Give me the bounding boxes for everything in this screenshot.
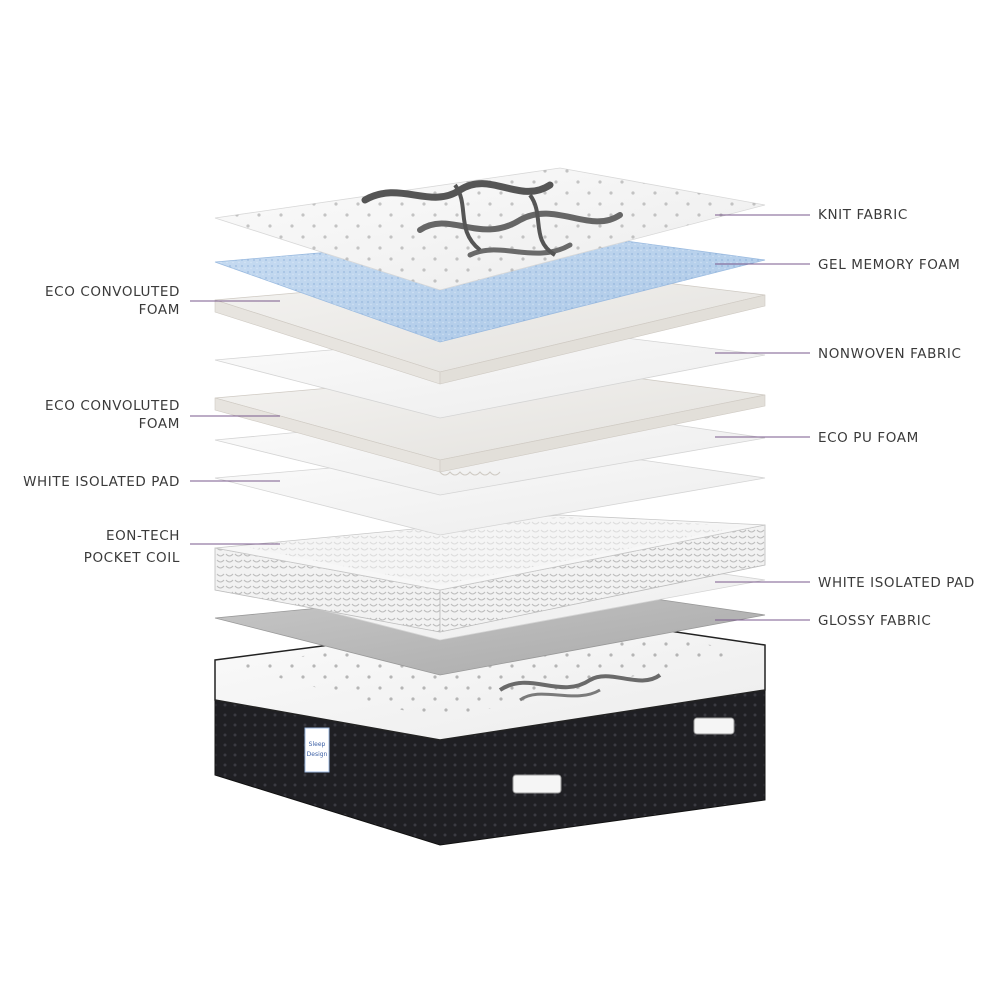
layer-knit-fabric	[214, 167, 766, 291]
label-eco-convoluted-foam-2: ECO CONVOLUTED FOAM	[45, 398, 180, 432]
brand-tag-line-2: Design	[307, 751, 328, 758]
label-white-isolated-pad-right: WHITE ISOLATED PAD	[818, 575, 975, 591]
brand-tag	[304, 727, 330, 773]
handle-front	[512, 774, 562, 794]
label-nonwoven-fabric: NONWOVEN FABRIC	[818, 346, 962, 362]
brand-tag-line-1: Sleep	[309, 741, 326, 748]
label-gel-memory-foam: GEL MEMORY FOAM	[818, 257, 961, 273]
label-eon-tech-pocket-coil: EON-TECH POCKET COIL	[83, 528, 180, 566]
layer-pocket-coil	[214, 514, 766, 633]
label-eco-pu-foam: ECO PU FOAM	[818, 430, 919, 446]
label-glossy-fabric: GLOSSY FABRIC	[818, 613, 932, 629]
handle-side	[693, 717, 735, 735]
label-knit-fabric: KNIT FABRIC	[818, 207, 908, 223]
leader-lines	[190, 214, 810, 621]
label-eco-convoluted-foam-1: ECO CONVOLUTED FOAM	[45, 284, 180, 318]
label-white-isolated-pad-left: WHITE ISOLATED PAD	[23, 474, 180, 490]
